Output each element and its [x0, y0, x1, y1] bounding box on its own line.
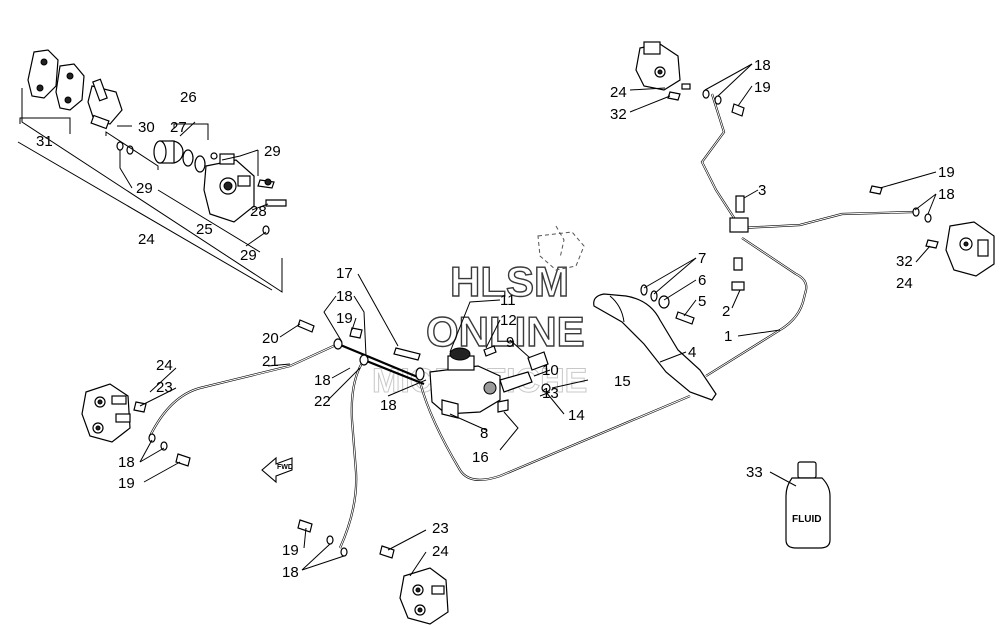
forward-direction-arrow: FWD [261, 456, 293, 484]
callout-19: 19 [282, 542, 299, 559]
callout-19: 19 [336, 310, 353, 327]
reservoir-cap [449, 347, 471, 361]
callout-29: 29 [264, 143, 281, 160]
mounting-bracket-phantom [537, 231, 585, 271]
callout-29: 29 [240, 247, 257, 264]
callout-24: 24 [138, 231, 155, 248]
callout-23: 23 [156, 379, 173, 396]
callout-19: 19 [938, 164, 955, 181]
callout-18: 18 [282, 564, 299, 581]
callout-32: 32 [610, 106, 627, 123]
rear-caliper-right [869, 185, 995, 277]
callout-24: 24 [610, 84, 627, 101]
caliper-lower [399, 567, 449, 625]
callout-30: 30 [138, 119, 155, 136]
callout-13: 13 [542, 385, 559, 402]
callout-3: 3 [758, 182, 766, 199]
master-cylinder [297, 319, 551, 419]
callout-21: 21 [262, 353, 279, 370]
tee-fitting [729, 195, 749, 291]
callout-5: 5 [698, 293, 706, 310]
seal-26 [182, 149, 194, 167]
callout-23: 23 [432, 520, 449, 537]
callout-17: 17 [336, 265, 353, 282]
brake-line-21 [149, 343, 339, 437]
callout-26: 26 [180, 89, 197, 106]
leader-lines [117, 63, 937, 577]
brake-pedal-assembly [537, 225, 717, 401]
bolt-20 [297, 319, 315, 333]
callout-12: 12 [500, 312, 517, 329]
callout-8: 8 [480, 425, 488, 442]
callout-18: 18 [314, 372, 331, 389]
watermark-line1: HLSM [450, 258, 569, 305]
callout-24: 24 [896, 275, 913, 292]
callout-20: 20 [262, 330, 279, 347]
callout-25: 25 [196, 221, 213, 238]
callout-9: 9 [506, 334, 514, 351]
callout-15: 15 [614, 373, 631, 390]
callout-11: 11 [500, 292, 516, 309]
callout-28: 28 [250, 203, 267, 220]
callout-24: 24 [432, 543, 449, 560]
callout-27: 27 [170, 119, 187, 136]
callout-14: 14 [568, 407, 585, 424]
bottle-label: FLUID [792, 514, 821, 525]
caliper-bracket-plate-b [55, 63, 85, 111]
brake-tee [729, 217, 749, 233]
brake-lines [149, 93, 915, 549]
clevis [527, 351, 549, 371]
callout-16: 16 [472, 449, 489, 466]
callout-18: 18 [118, 454, 135, 471]
front-caliper-lower [297, 519, 449, 625]
caliper-bracket-plate-a [27, 49, 59, 99]
brake-line-top [700, 93, 739, 225]
callout-29: 29 [136, 180, 153, 197]
callout-18: 18 [336, 288, 353, 305]
front-caliper-assembly-exploded [17, 49, 287, 293]
o-ring-29 [116, 141, 124, 151]
callout-labels: 31 30 26 27 29 29 28 25 29 24 24 32 18 1… [36, 57, 955, 581]
callout-19: 19 [118, 475, 135, 492]
callout-4: 4 [688, 344, 696, 361]
rear-caliper-top [635, 41, 745, 117]
callout-6: 6 [698, 272, 706, 289]
callout-1: 1 [724, 328, 732, 345]
forward-direction-label: FWD [277, 464, 293, 471]
callout-18: 18 [938, 186, 955, 203]
nut-2 [733, 257, 743, 271]
callout-18: 18 [380, 397, 397, 414]
callout-22: 22 [314, 393, 331, 410]
brake-line-22 [338, 359, 365, 549]
callout-32: 32 [896, 253, 913, 270]
push-rod [499, 371, 533, 393]
callout-31: 31 [36, 133, 53, 150]
banjo-bolt-17 [393, 347, 421, 361]
caliper-left [81, 383, 131, 443]
callout-33: 33 [746, 464, 763, 481]
caliper-bracket-30 [87, 85, 123, 125]
callout-7: 7 [698, 250, 706, 267]
callout-18: 18 [754, 57, 771, 74]
callout-2: 2 [722, 303, 730, 320]
callout-10: 10 [542, 362, 559, 379]
bolt-3 [735, 195, 745, 213]
callout-24: 24 [156, 357, 173, 374]
bleeder-screw-28 [265, 199, 287, 207]
front-caliper-left [81, 383, 191, 467]
callout-19: 19 [754, 79, 771, 96]
brake-line-right [741, 210, 915, 230]
brake-fluid-bottle: FLUID [785, 461, 831, 549]
